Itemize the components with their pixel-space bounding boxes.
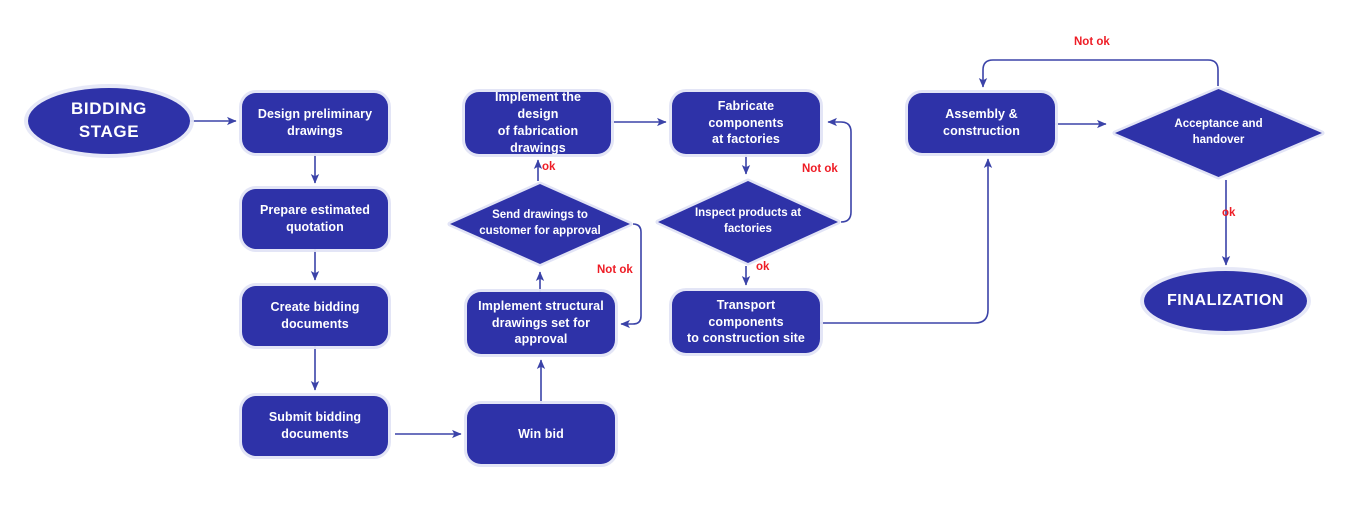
node-inspect-products-label: Inspect products at factories [694, 207, 802, 235]
node-assembly-construction[interactable]: Assembly & construction [908, 93, 1055, 153]
diamond-shape-acceptance-handover [1112, 86, 1325, 180]
node-transport-components-label: Transport components to construction sit… [687, 297, 805, 346]
node-design-preliminary-drawings[interactable]: Design preliminary drawings [242, 93, 388, 153]
node-submit-bidding-documents[interactable]: Submit bidding documents [242, 396, 388, 456]
node-submit-bidding-documents-label: Submit bidding documents [268, 410, 362, 441]
node-fabricate-components[interactable]: Fabricate components at factories [672, 92, 820, 154]
node-prepare-estimated-quotation-label: Prepare estimated quotation [259, 203, 371, 234]
edge-transport-to-assembly [820, 158, 993, 324]
node-implement-structural-drawings-label: Implement structural drawings set for ap… [478, 298, 604, 347]
edge-label-notok-acceptance: Not ok [1074, 36, 1110, 48]
node-create-bidding-documents[interactable]: Create bidding documents [242, 286, 388, 346]
node-win-bid-label: Win bid [518, 426, 564, 441]
node-implement-structural-drawings[interactable]: Implement structural drawings set for ap… [467, 292, 615, 354]
node-acceptance-handover-label: Acceptance and handover [1174, 118, 1263, 146]
edge-label-ok-inspect-products: ok [756, 261, 770, 273]
node-bidding-stage-label: BIDDING STAGE [71, 99, 147, 141]
node-send-drawings-to-customer[interactable]: Send drawings to customer for approval [447, 181, 633, 267]
edge-label-notok-send-drawings: Not ok [597, 264, 633, 276]
edge-acceptance-notok-to-assembly [978, 59, 1219, 88]
node-send-drawings-to-customer-label: Send drawings to customer for approval [479, 209, 601, 237]
node-create-bidding-documents-label: Create bidding documents [270, 300, 360, 331]
node-win-bid[interactable]: Win bid [467, 404, 615, 464]
node-inspect-products[interactable]: Inspect products at factories [655, 178, 841, 266]
node-acceptance-handover[interactable]: Acceptance and handover [1112, 86, 1325, 180]
edge-inspect-notok-to-fabricate [827, 117, 852, 223]
node-bidding-stage[interactable]: BIDDING STAGE [28, 88, 190, 154]
node-implement-fabrication-drawings[interactable]: Implement the design of fabrication draw… [465, 90, 611, 155]
node-transport-components[interactable]: Transport components to construction sit… [672, 291, 820, 353]
node-finalization[interactable]: FINALIZATION [1144, 271, 1307, 331]
node-fabricate-components-label: Fabricate components at factories [708, 98, 784, 147]
node-implement-fabrication-drawings-label: Implement the design of fabrication draw… [494, 90, 582, 155]
diamond-shape-inspect-products [655, 178, 841, 266]
node-design-preliminary-drawings-label: Design preliminary drawings [257, 107, 373, 138]
edge-label-ok-acceptance: ok [1222, 207, 1236, 219]
node-assembly-construction-label: Assembly & construction [943, 107, 1020, 138]
diamond-shape-send-drawings [447, 181, 633, 267]
edge-send-notok-to-structural [620, 223, 642, 329]
edge-label-notok-inspect-products: Not ok [802, 163, 838, 175]
node-prepare-estimated-quotation[interactable]: Prepare estimated quotation [242, 189, 388, 249]
node-finalization-label: FINALIZATION [1166, 292, 1285, 310]
edge-label-ok-send-drawings: ok [542, 161, 556, 173]
